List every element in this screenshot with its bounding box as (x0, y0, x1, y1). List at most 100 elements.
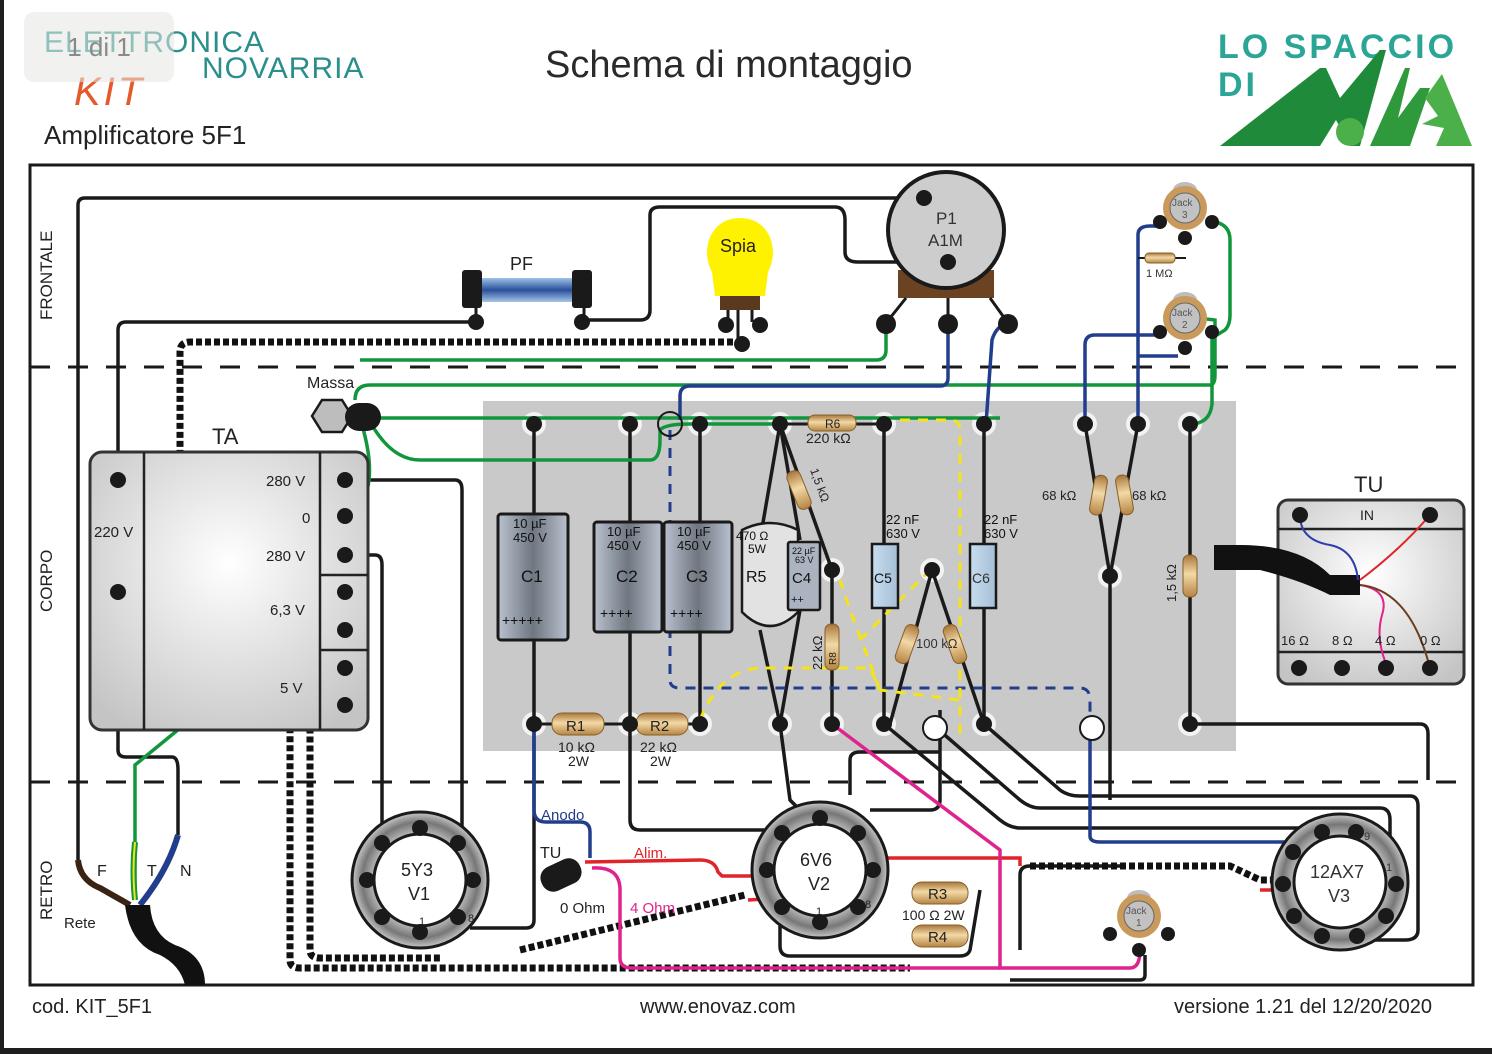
svg-text:8 Ω: 8 Ω (1332, 633, 1353, 648)
svg-text:8: 8 (468, 913, 474, 925)
crossover-ring (657, 411, 683, 437)
svg-text:++: ++ (791, 594, 804, 606)
svg-text:100 Ω 2W: 100 Ω 2W (902, 907, 965, 923)
svg-text:22 nF: 22 nF (984, 512, 1017, 527)
resistor-r8: R8 22 kΩ (810, 623, 840, 671)
svg-text:2: 2 (1182, 320, 1188, 331)
zone-label-back: RETRO (37, 861, 56, 921)
svg-text:4 Ohm: 4 Ohm (630, 900, 675, 917)
svg-text:R2: R2 (650, 718, 669, 735)
svg-text:22 µF: 22 µF (792, 546, 816, 556)
svg-text:6V6: 6V6 (800, 850, 832, 870)
page-indicator: 1 di 1 (24, 12, 174, 82)
mains-cable: F T N Rete (64, 834, 205, 985)
svg-text:C2: C2 (616, 567, 638, 586)
svg-text:63 V: 63 V (795, 555, 814, 565)
logo-text-di: DI (1218, 66, 1258, 104)
svg-text:5Y3: 5Y3 (401, 860, 433, 880)
svg-text:68 kΩ: 68 kΩ (1042, 488, 1077, 503)
svg-text:8: 8 (865, 899, 871, 911)
footer-website-link[interactable]: www.enovaz.com (640, 996, 796, 1018)
fuse-label: PF (510, 254, 533, 274)
resistor-r13: 1,5 kΩ (1164, 554, 1198, 602)
svg-text:1: 1 (1386, 862, 1392, 874)
svg-text:2W: 2W (568, 753, 590, 769)
svg-text:V3: V3 (1328, 886, 1350, 906)
output-transformer-leads: TU Anodo Alim. 0 Ohm 4 Ohm (540, 807, 675, 917)
logo-text-lo-spaccio: LO SPACCIO (1218, 28, 1458, 66)
svg-text:++++: ++++ (670, 605, 703, 621)
svg-text:0 Ω: 0 Ω (1420, 633, 1441, 648)
capacitor-c2: 10 µF 450 V C2 ++++ (592, 520, 664, 634)
svg-text:3: 3 (1182, 210, 1188, 221)
capacitor-c5: C5 22 nF 630 V (870, 512, 920, 610)
jack-3: Jack 3 (1153, 182, 1219, 245)
resistor-r7 (894, 624, 920, 664)
svg-text:1,5 kΩ: 1,5 kΩ (1164, 564, 1179, 602)
lamp-label: Spia (720, 236, 757, 256)
resistor-r11: 68 kΩ (1115, 474, 1167, 516)
yellow-dashed-wire (698, 418, 962, 740)
resistors-r3-r4: R3 R4 100 Ω 2W (902, 881, 969, 948)
resistor-r9: 100 kΩ (916, 624, 968, 664)
viewer-scrollbar-edge (0, 0, 4, 1054)
svg-text:Jack: Jack (1126, 906, 1148, 917)
jack-2: Jack 2 (1153, 292, 1219, 355)
tube-socket-v3: 12AX7 V3 1 9 (1270, 812, 1410, 952)
svg-text:450 V: 450 V (677, 538, 711, 553)
pot-value: A1M (928, 231, 963, 250)
ta-tap-63: 6,3 V (270, 602, 305, 619)
svg-text:220 kΩ: 220 kΩ (806, 430, 851, 446)
svg-text:630 V: 630 V (886, 526, 920, 541)
svg-text:10 µF: 10 µF (513, 516, 547, 531)
svg-text:68 kΩ: 68 kΩ (1132, 488, 1167, 503)
output-transformer: TU IN 16 Ω 8 Ω 4 Ω 0 Ω (1214, 472, 1466, 686)
resistor-r10: 68 kΩ (1042, 474, 1108, 516)
tube-socket-v1: 5Y3 V1 1 8 (350, 810, 490, 950)
svg-text:22 kΩ: 22 kΩ (640, 739, 677, 755)
nova-mountain-icon (1220, 50, 1472, 146)
svg-text:22 nF: 22 nF (886, 512, 919, 527)
svg-text:V1: V1 (408, 884, 430, 904)
svg-text:1: 1 (1136, 918, 1142, 929)
svg-text:F: F (97, 863, 107, 880)
svg-text:TU: TU (540, 845, 561, 862)
document-title: Schema di montaggio (545, 44, 913, 86)
turret-terminals (526, 416, 1198, 732)
svg-text:C3: C3 (686, 567, 708, 586)
ta-primary-label: 220 V (94, 524, 133, 541)
resistor-r14: 1 MΩ (1138, 252, 1186, 280)
svg-text:Jack: Jack (1172, 308, 1194, 319)
ground-label: Massa (307, 375, 354, 392)
svg-text:R5: R5 (746, 569, 767, 586)
potentiometer-p1: P1 A1M (876, 170, 1018, 334)
r7-r9-value: 100 kΩ (916, 636, 958, 651)
tu-in-label: IN (1360, 507, 1374, 523)
tu-name: TU (1354, 472, 1383, 497)
blue-dashed-wire (668, 430, 1092, 724)
svg-text:1: 1 (816, 906, 822, 918)
ta-name: TA (212, 424, 239, 449)
svg-text:9: 9 (1364, 831, 1370, 843)
svg-text:16 Ω: 16 Ω (1281, 633, 1309, 648)
svg-text:10 µF: 10 µF (677, 524, 711, 539)
ta-tap-0: 0 (302, 510, 310, 527)
logo-lo-spaccio-di-nova: LO SPACCIO DI (1210, 28, 1480, 153)
capacitor-c4: 22 µF 63 V C4 ++ (786, 540, 822, 612)
svg-text:++++: ++++ (600, 605, 633, 621)
svg-text:T: T (147, 863, 157, 880)
logo-text-novarria: NOVARRIA (202, 52, 365, 85)
svg-text:5W: 5W (748, 542, 767, 556)
svg-text:2W: 2W (650, 753, 672, 769)
svg-text:R4: R4 (928, 929, 947, 946)
resistor-r2: R2 22 kΩ 2W (630, 712, 700, 769)
capacitor-c1: 10 µF 450 V C1 +++++ (496, 512, 570, 642)
svg-text:R3: R3 (928, 886, 947, 903)
svg-text:1 MΩ: 1 MΩ (1146, 268, 1173, 280)
chassis-outline (28, 163, 1475, 987)
svg-text:10 µF: 10 µF (607, 524, 641, 539)
svg-text:V2: V2 (808, 874, 830, 894)
svg-text:Alim.: Alim. (634, 845, 667, 862)
document-subtitle: Amplificatore 5F1 (44, 120, 247, 150)
